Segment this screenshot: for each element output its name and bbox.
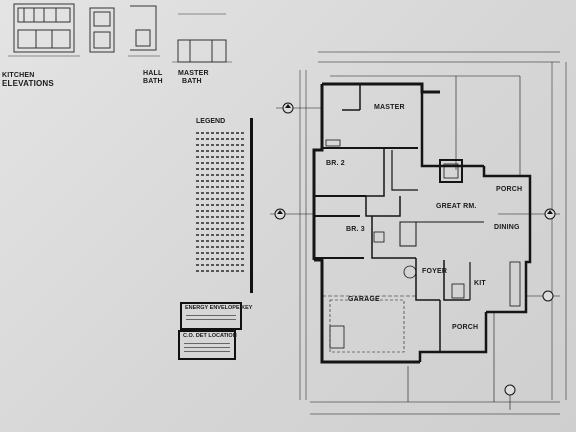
master-label: MASTER — [178, 70, 209, 77]
master-bath-elevation-drawing — [172, 13, 232, 63]
floor-plan — [270, 51, 567, 415]
hall-bath-label: BATH — [143, 78, 163, 85]
energy-envelope-title: ENERGY ENVELOPE KEY — [185, 305, 253, 311]
room-porch-rear: PORCH — [496, 186, 523, 193]
co-detector-title: C.O. DET LOCATION — [183, 333, 237, 339]
hall-bath-elevation-drawing — [89, 7, 115, 53]
energy-envelope-box: ENERGY ENVELOPE KEY — [180, 302, 253, 330]
master-bath-label: BATH — [182, 78, 202, 85]
kitchen-label: KITCHEN — [2, 72, 35, 79]
room-br2: BR. 2 — [326, 160, 345, 167]
section-marker-icons — [274, 102, 556, 396]
room-garage: GARAGE — [348, 296, 380, 303]
room-foyer: FOYER — [422, 268, 448, 275]
room-great-rm: GREAT RM. — [436, 203, 477, 210]
room-porch-front: PORCH — [452, 324, 479, 331]
legend-entries — [190, 118, 250, 272]
elevations-label: ELEVATIONS — [2, 79, 54, 88]
room-master: MASTER — [374, 104, 405, 111]
room-br3: BR. 3 — [346, 226, 365, 233]
legend-panel: LEGEND — [190, 118, 253, 293]
room-dining: DINING — [494, 224, 520, 231]
hall-label: HALL — [143, 70, 163, 77]
kitchen-elevation-drawing — [8, 3, 80, 57]
legend-title: LEGEND — [196, 118, 226, 125]
co-detector-box: C.O. DET LOCATION — [178, 330, 237, 360]
room-kit: KIT — [474, 280, 486, 287]
hall-bath-side-drawing — [128, 5, 160, 57]
